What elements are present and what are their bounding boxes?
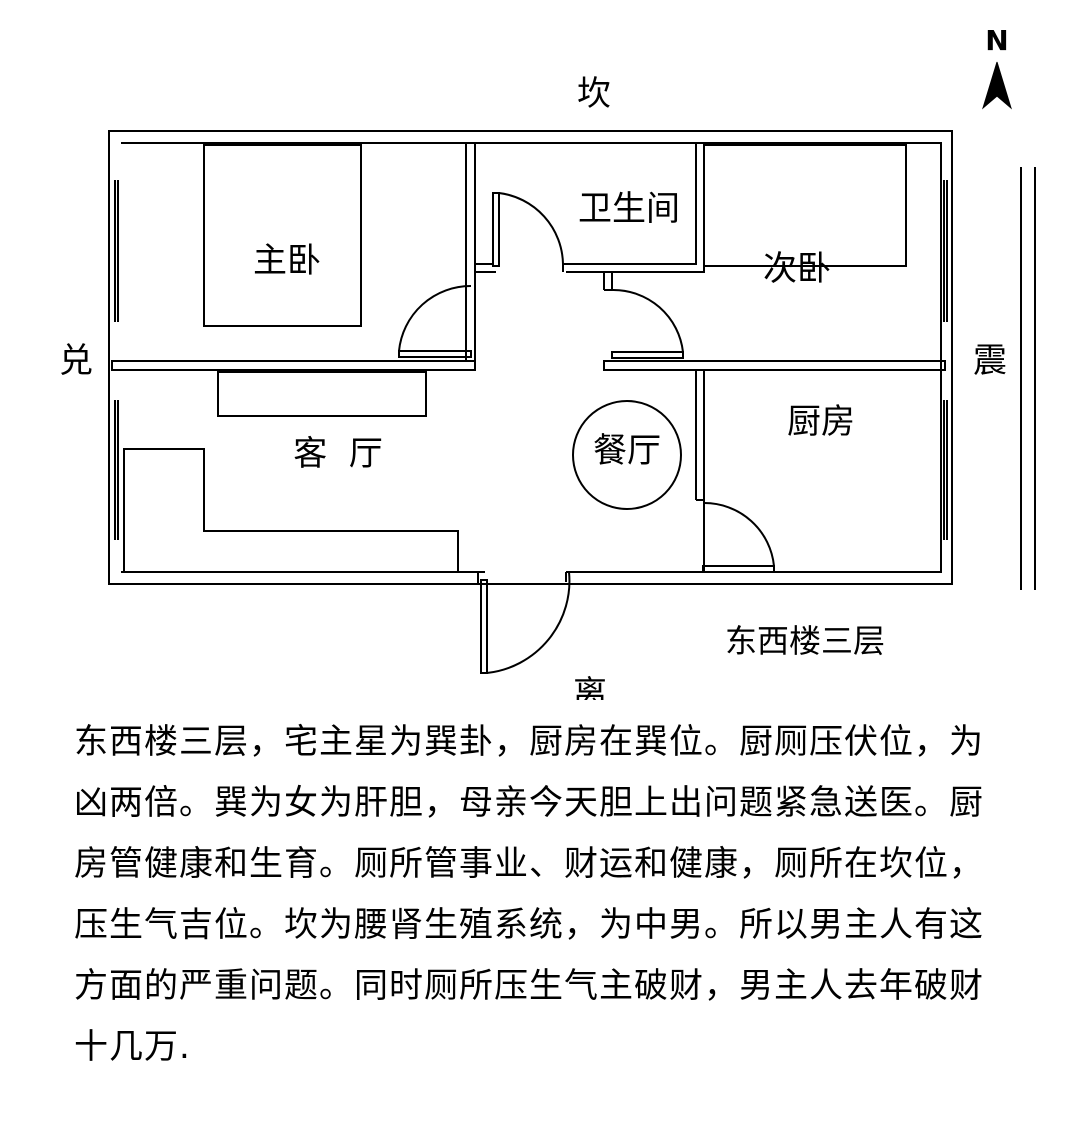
room-second-bedroom: 次卧 [763, 249, 831, 289]
window-west [114, 180, 119, 322]
description-line: 凶两倍。巽为女为肝胆，母亲今天胆上出问题紧急送医。厨 [74, 783, 984, 823]
partition-wall [465, 143, 476, 361]
direction-west: 兑 [59, 341, 93, 381]
door-master-bedroom [398, 350, 472, 358]
window-east [943, 180, 948, 322]
partition-wall [603, 360, 946, 371]
door-jamb [477, 572, 567, 585]
description-line: 方面的严重问题。同时厕所压生气主破财，男主人去年破财 [74, 966, 984, 1006]
description-line: 东西楼三层，宅主星为巽卦，厨房在巽位。厨厕压伏位，为 [74, 722, 984, 762]
door-entrance [480, 579, 488, 674]
outer-wall [108, 130, 953, 585]
door-bathroom [492, 192, 500, 267]
description-text: 东西楼三层，宅主星为巽卦，厨房在巽位。厨厕压伏位，为 凶两倍。巽为女为肝胆，母亲… [74, 712, 1034, 1078]
window-west [114, 400, 119, 540]
road-line [1020, 167, 1036, 590]
description-line: 房管健康和生育。厕所管事业、财运和健康，厕所在坎位， [74, 844, 984, 884]
door-swing-arc [611, 288, 684, 353]
room-master-bedroom: 主卧 [253, 241, 321, 281]
door-swing-arc [486, 571, 571, 674]
master-bed [203, 144, 362, 327]
tv-cabinet [217, 371, 427, 417]
door-swing-arc [703, 501, 775, 567]
direction-east: 震 [973, 341, 1007, 381]
room-kitchen: 厨房 [787, 402, 855, 442]
partition-wall [111, 360, 476, 371]
room-bathroom: 卫生间 [578, 189, 680, 229]
north-label: N [985, 24, 1008, 57]
direction-south: 离 [573, 674, 607, 700]
window-east [943, 400, 948, 540]
second-bed [703, 144, 907, 267]
room-dining-room: 餐厅 [593, 431, 661, 471]
room-living-room: 客 厅 [293, 434, 383, 474]
sofa [123, 448, 459, 573]
door-swing-arc [398, 284, 472, 352]
door-kitchen [702, 565, 775, 573]
direction-north: 坎 [577, 74, 611, 114]
dining-table [572, 400, 682, 510]
floor-caption: 东西楼三层 [725, 622, 885, 660]
north-arrow-icon: N [982, 24, 1012, 110]
inner-wall-outline [121, 142, 942, 573]
kitchen-wall [695, 370, 705, 572]
description-line: 十几万. [74, 1027, 191, 1067]
door-swing-arc [498, 192, 564, 265]
description-line: 压生气吉位。坎为腰肾生殖系统，为中男。所以男主人有这 [74, 905, 984, 945]
bathroom-wall [475, 263, 496, 273]
partition-wall [603, 272, 613, 291]
door-second-bedroom [611, 351, 684, 359]
floor-plan: N 坎 离 兑 震 主卧 卫生间 次卧 客 厅 餐厅 厨房 东西楼三层 [59, 24, 1036, 700]
